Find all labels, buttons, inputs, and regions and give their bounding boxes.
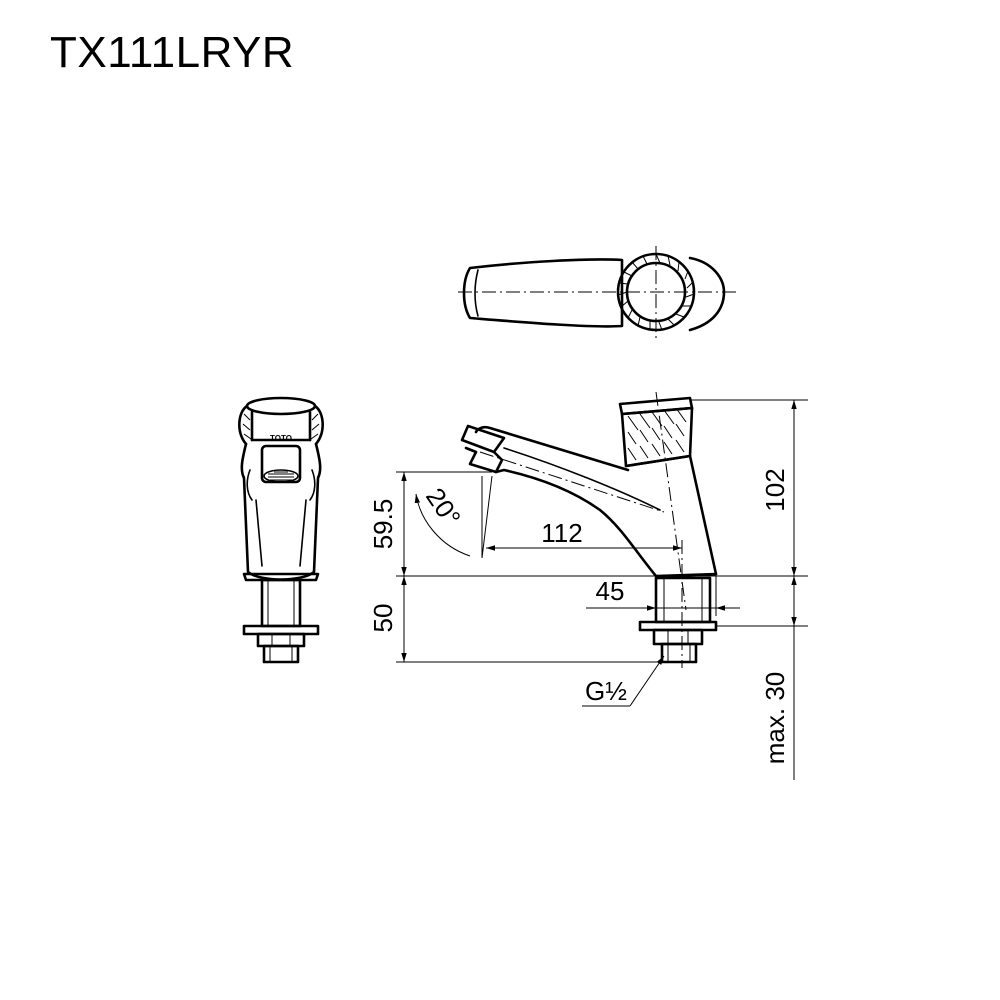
dim-thread: G½ [585, 676, 627, 706]
top-view [458, 246, 740, 340]
brand-mark: TOTO [270, 434, 292, 443]
knurl-pattern [617, 253, 695, 331]
dim-spout-angle: 20° [420, 482, 467, 531]
model-title: TX111LRYR [50, 28, 295, 77]
dim-base-width: 45 [596, 576, 625, 606]
dim-shank-length: 50 [368, 604, 398, 633]
front-view: TOTO [238, 396, 324, 664]
dim-height-total: 102 [760, 468, 790, 511]
dim-spout-height: 59.5 [368, 499, 398, 550]
dimension-lines [396, 399, 808, 780]
side-view [460, 391, 718, 668]
dim-max-deck: max. 30 [760, 672, 790, 765]
dim-spout-reach: 112 [541, 518, 582, 548]
